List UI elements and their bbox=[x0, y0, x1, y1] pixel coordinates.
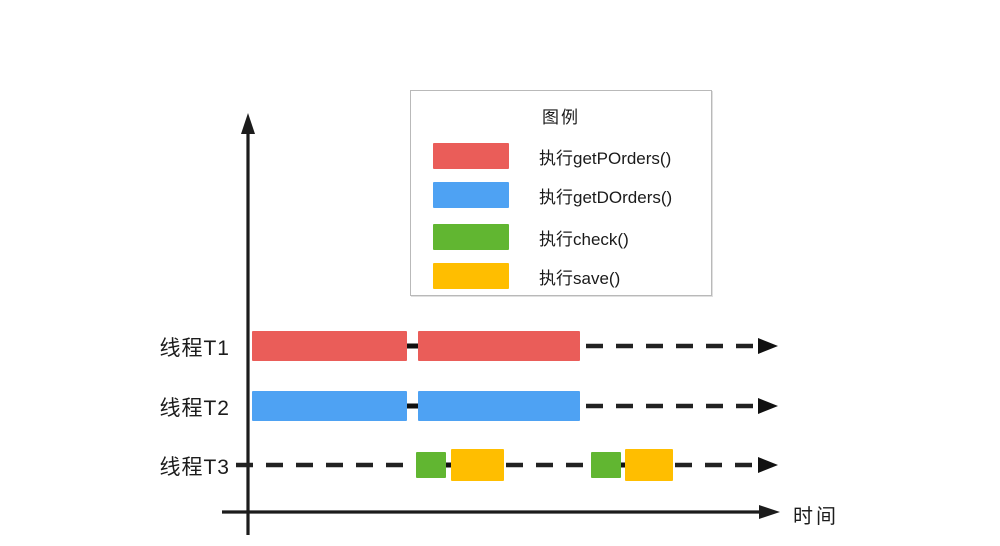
t1-idle-dashed-line bbox=[586, 338, 778, 354]
row-label-t1: 线程T1 bbox=[159, 337, 230, 360]
legend-label-getporders: 执行getPOrders() bbox=[539, 148, 672, 168]
legend-swatch-blue bbox=[433, 182, 509, 208]
legend-item-save[interactable]: 执行save() bbox=[433, 261, 697, 291]
bar-t3-save-1[interactable] bbox=[451, 449, 504, 481]
legend-swatch-yellow bbox=[433, 263, 509, 289]
legend-item-getporders[interactable]: 执行getPOrders() bbox=[433, 141, 697, 171]
t3-arrow-icon bbox=[758, 457, 778, 473]
legend-swatch-red bbox=[433, 143, 509, 169]
legend-title: 图例 bbox=[542, 108, 580, 127]
legend-label-check: 执行check() bbox=[539, 229, 629, 249]
t2-idle-dashed-line bbox=[586, 398, 778, 414]
legend-panel: 图例 执行getPOrders() 执行getDOrders() 执行check… bbox=[410, 90, 712, 296]
t1-arrow-icon bbox=[758, 338, 778, 354]
legend-item-getdorders[interactable]: 执行getDOrders() bbox=[433, 180, 697, 210]
bar-t1-getporders-1[interactable] bbox=[252, 331, 407, 361]
row-label-t2: 线程T2 bbox=[159, 397, 230, 420]
bar-t2-getdorders-1[interactable] bbox=[252, 391, 407, 421]
t3-idle-dashed-line bbox=[236, 457, 778, 473]
x-axis-label: 时间 bbox=[793, 506, 839, 528]
bar-t3-check-2[interactable] bbox=[591, 452, 621, 478]
legend-swatch-green bbox=[433, 224, 509, 250]
bar-t2-getdorders-2[interactable] bbox=[418, 391, 580, 421]
legend-label-save: 执行save() bbox=[539, 268, 621, 288]
x-axis bbox=[222, 505, 780, 519]
t2-arrow-icon bbox=[758, 398, 778, 414]
x-axis-arrow-icon bbox=[759, 505, 780, 519]
legend-item-check[interactable]: 执行check() bbox=[433, 222, 697, 252]
bar-t3-save-2[interactable] bbox=[625, 449, 673, 481]
bar-t1-getporders-2[interactable] bbox=[418, 331, 580, 361]
bar-t3-check-1[interactable] bbox=[416, 452, 446, 478]
y-axis-arrow-icon bbox=[241, 113, 255, 134]
row-label-t3: 线程T3 bbox=[159, 456, 230, 479]
y-axis bbox=[241, 113, 255, 535]
legend-label-getdorders: 执行getDOrders() bbox=[539, 187, 673, 207]
